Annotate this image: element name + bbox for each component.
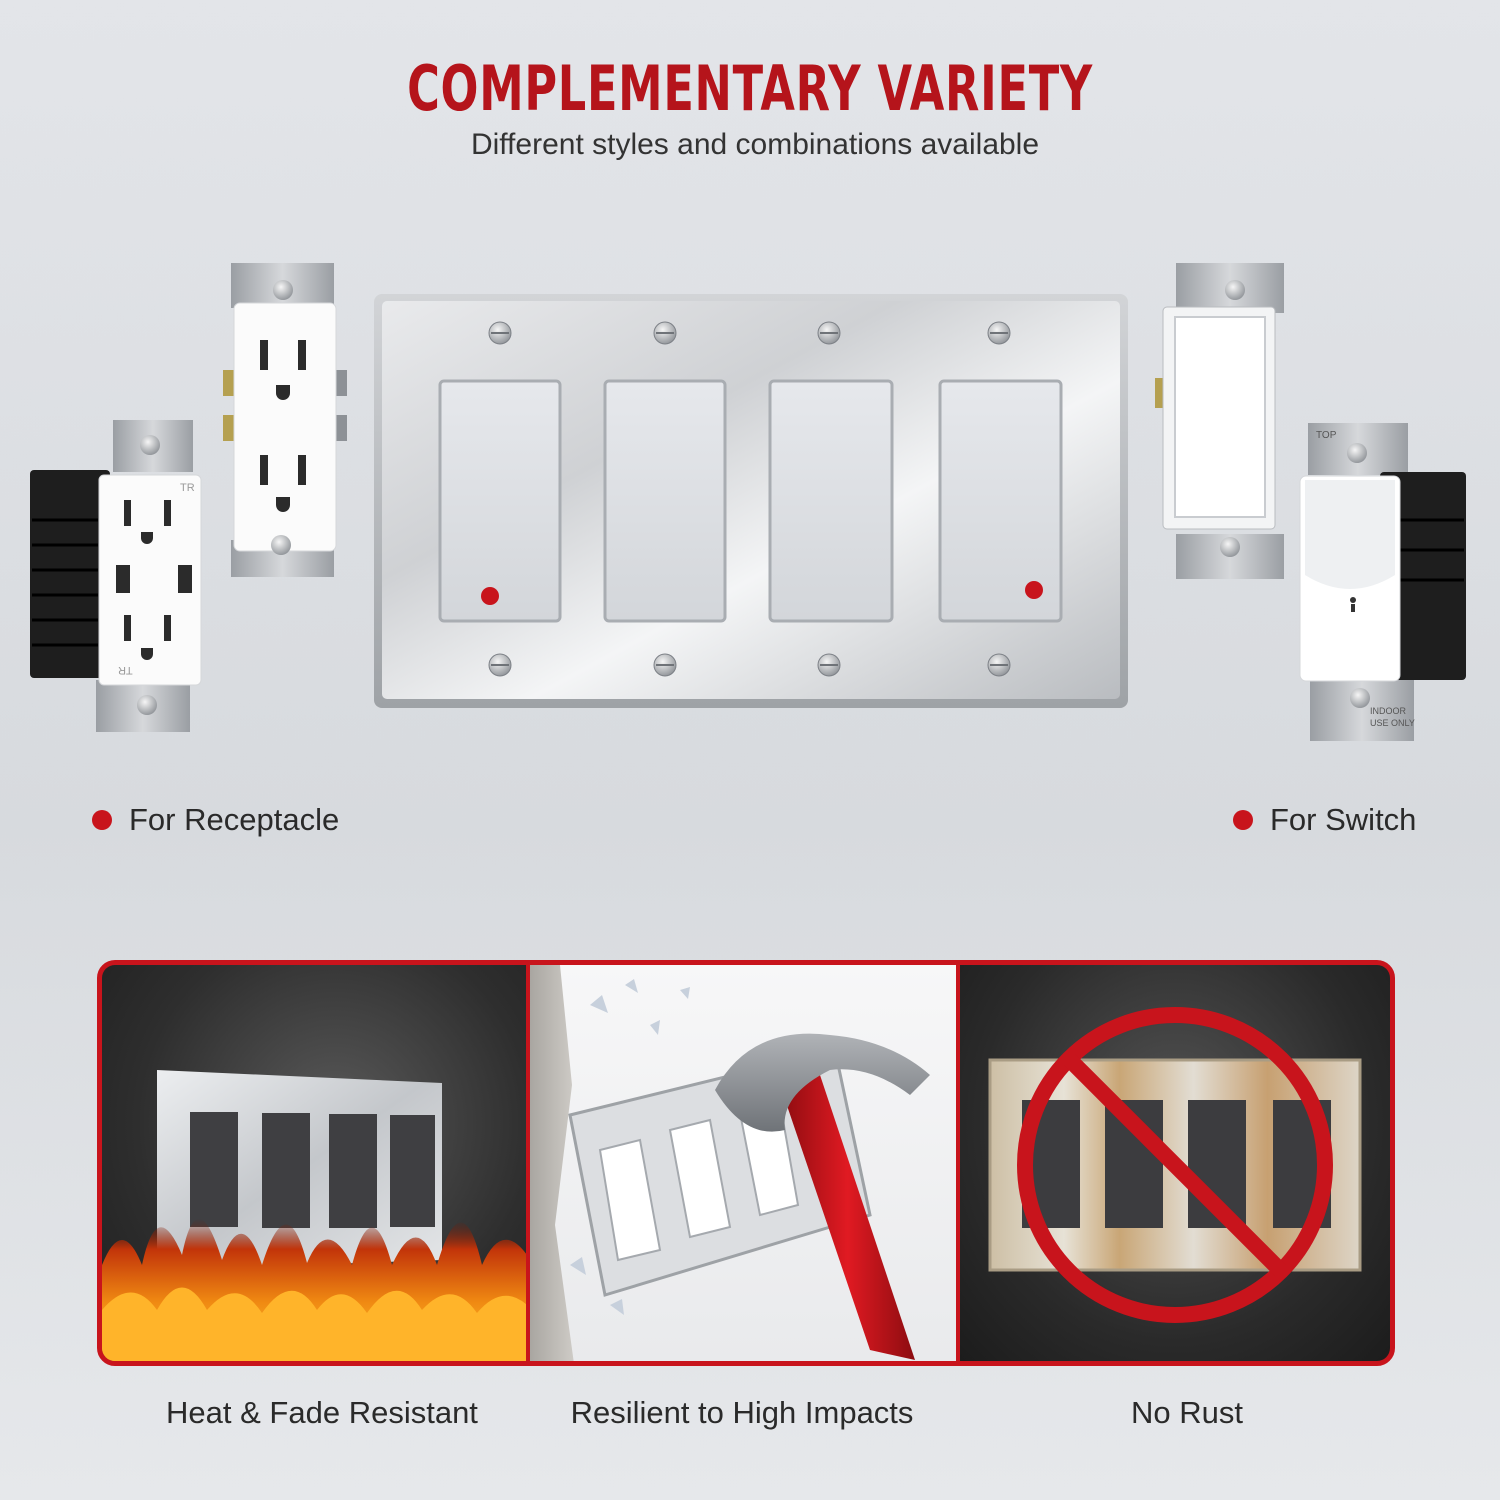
product-illustration — [30, 263, 1466, 741]
feature-label-rust: No Rust — [1131, 1395, 1243, 1430]
heat-illustration — [102, 1070, 526, 1361]
plate-opening — [938, 379, 1063, 623]
plate-opening — [438, 379, 562, 623]
impact-illustration — [529, 965, 930, 1361]
occupancy-sensor-switch — [1299, 423, 1466, 741]
feature-panel-heat — [102, 965, 526, 1361]
plate-opening — [768, 379, 894, 623]
rust-illustration — [988, 1007, 1362, 1323]
feature-label-heat: Heat & Fade Resistant — [166, 1395, 478, 1430]
feature-label-impact: Resilient to High Impacts — [570, 1395, 914, 1430]
pointer-dot-left — [481, 587, 499, 605]
feature-panel-rust — [960, 965, 1390, 1361]
top-mark: TOP — [1316, 430, 1337, 441]
page-title: COMPLEMENTARY VARIETY — [407, 52, 1093, 125]
usb-receptacle — [30, 420, 202, 732]
plate-opening — [603, 379, 727, 623]
use-only-mark: USE ONLY — [1370, 718, 1415, 728]
tr-mark-top: TR — [180, 482, 195, 494]
tr-mark-bottom: TR — [118, 664, 133, 676]
feature-panels — [97, 960, 1395, 1366]
pointer-dot-right — [1025, 581, 1043, 599]
wall-plate-4-gang — [374, 294, 1128, 708]
legend-dot-switch — [1233, 810, 1253, 830]
page-subtitle: Different styles and combinations availa… — [470, 128, 1040, 161]
feature-panel-impact — [529, 965, 957, 1361]
indoor-mark: INDOOR — [1370, 706, 1406, 716]
legend-dot-receptacle — [92, 810, 112, 830]
legend-label-switch: For Switch — [1270, 802, 1417, 837]
receptacle-tr — [223, 263, 347, 577]
legend-label-receptacle: For Receptacle — [129, 802, 340, 837]
rocker-switch — [1155, 263, 1284, 579]
